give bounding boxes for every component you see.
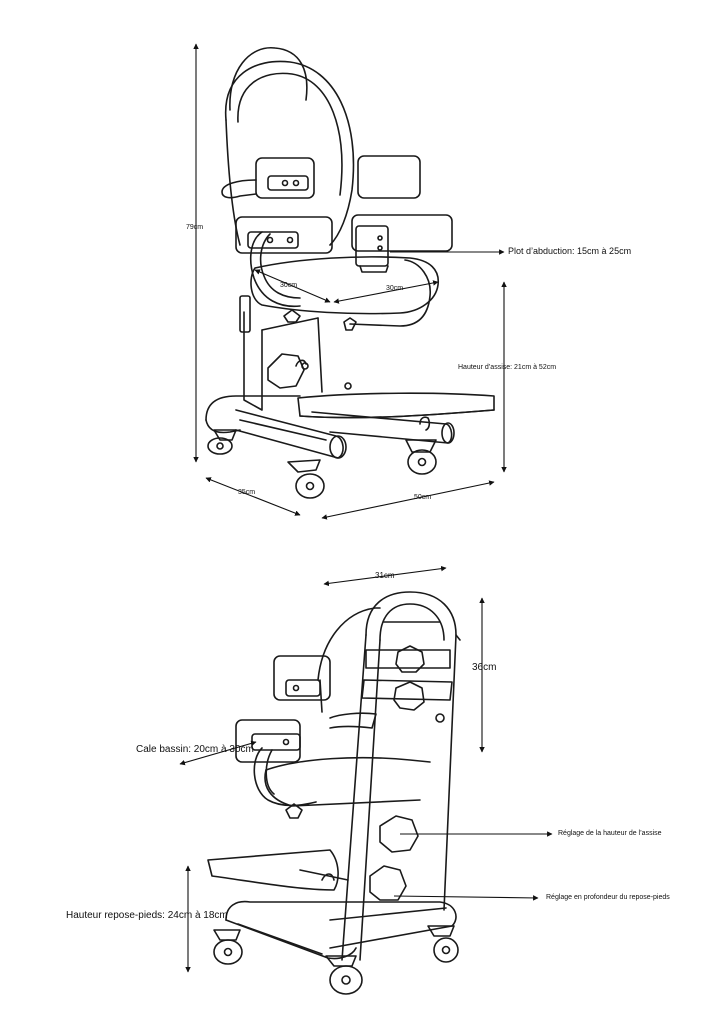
bottom-dimension-lines: [179, 565, 553, 973]
caster-wheel: [405, 439, 437, 475]
seat-height-label: Hauteur d’assise: 21cm à 52cm: [458, 364, 557, 371]
top-width-label: 31cm: [375, 571, 395, 580]
caster-wheel: [427, 925, 459, 963]
back-height-label: 36cm: [472, 662, 497, 673]
hip-wedge-label: Cale bassin: 20cm à 30cm: [136, 744, 254, 755]
chair-front-view: [205, 47, 495, 499]
caster-wheel: [325, 955, 363, 995]
seat-width-label: 30cm: [386, 285, 404, 292]
footrest-height-label: Hauteur repose-pieds: 24cm à 18cm: [66, 910, 228, 921]
top-dimension-lines: [193, 43, 507, 520]
base-depth-label: 35cm: [238, 489, 256, 496]
footrest-depth-label: Réglage en profondeur du repose-pieds: [546, 894, 670, 901]
caster-wheel: [207, 429, 237, 455]
seat-depth-label: 30cm: [280, 282, 298, 289]
caster-wheel: [287, 459, 325, 499]
base-width-label: 50cm: [414, 494, 432, 501]
seat-adjust-label: Réglage de la hauteur de l’assise: [558, 830, 662, 837]
height-label: 79cm: [186, 224, 204, 231]
chair-side-view: [207, 591, 461, 995]
abduction-label: Plot d’abduction: 15cm à 25cm: [508, 246, 632, 256]
caster-wheel: [213, 929, 243, 965]
